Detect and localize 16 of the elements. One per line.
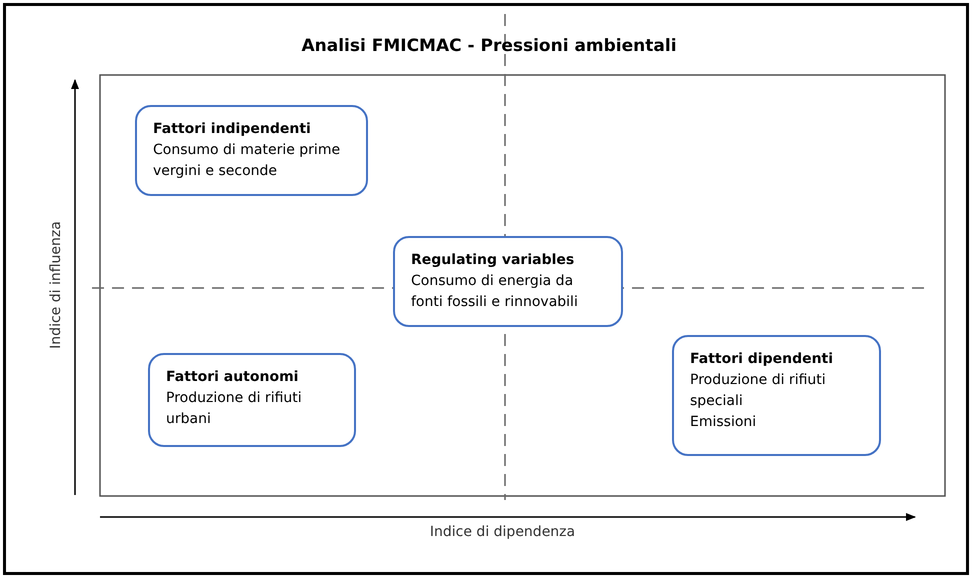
box-text: Consumo di materie prime vergini e seconde (153, 141, 342, 181)
box-heading: Regulating variables (411, 251, 576, 270)
box-text: Emissioni (690, 413, 758, 432)
box-text: Produzione di rifiuti speciali (690, 371, 827, 411)
box-text: Consumo di energia da fonti fossili e rinnovabili (411, 272, 579, 312)
box-heading: Fattori indipendenti (153, 120, 312, 139)
quadrant-box (148, 353, 356, 447)
box-text: Produzione di rifiuti urbani (166, 389, 303, 429)
diagram-title: Analisi FMICMAC - Pressioni ambientali (300, 36, 678, 56)
box-heading: Fattori dipendenti (690, 350, 834, 369)
box-heading: Fattori autonomi (166, 368, 300, 387)
quadrant-box (393, 236, 623, 327)
quadrant-box (135, 105, 368, 196)
axis-label: Indice di dipendenza (428, 524, 576, 540)
axis-label: Indice di influenza (48, 221, 64, 349)
quadrant-box (672, 335, 881, 456)
